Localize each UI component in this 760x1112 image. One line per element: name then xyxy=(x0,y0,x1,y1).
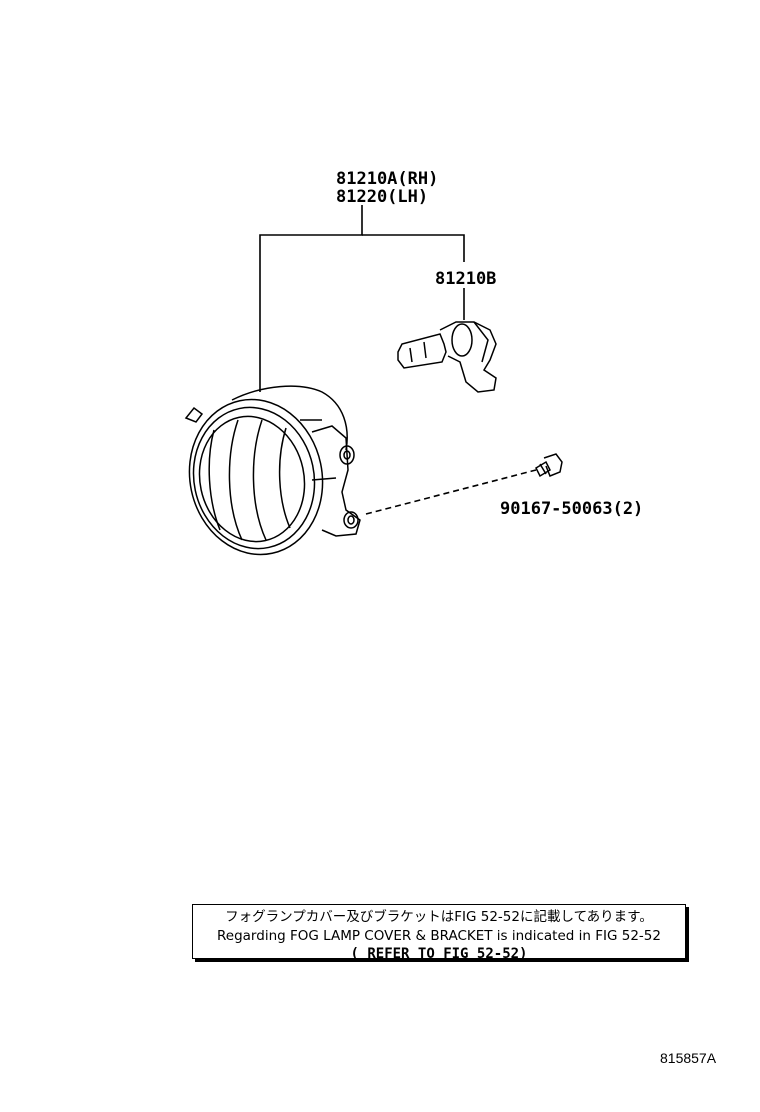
fog-lamp-assembly xyxy=(184,385,361,556)
label-bulb: 81210B xyxy=(435,269,496,289)
note-english: Regarding FOG LAMP COVER & BRACKET is in… xyxy=(217,928,661,944)
figure-id: 815857A xyxy=(660,1050,717,1066)
label-fog-lamp-rh: 81210A(RH) xyxy=(336,169,438,189)
label-screw: 90167-50063(2) xyxy=(500,499,643,519)
label-fog-lamp-lh: 81220(LH) xyxy=(336,187,428,207)
reference-note-box: フォグランプカバー及びブラケットはFIG 52-52に記載してあります。 Reg… xyxy=(192,904,686,962)
note-japanese: フォグランプカバー及びブラケットはFIG 52-52に記載してあります。 xyxy=(225,909,653,925)
screw-icon xyxy=(535,453,563,478)
note-refer: ( REFER TO FIG 52-52) xyxy=(350,946,528,962)
leader-line-bulb xyxy=(362,234,465,262)
bulb-icon xyxy=(397,321,497,393)
leader-line-fog-lamp xyxy=(259,205,363,392)
